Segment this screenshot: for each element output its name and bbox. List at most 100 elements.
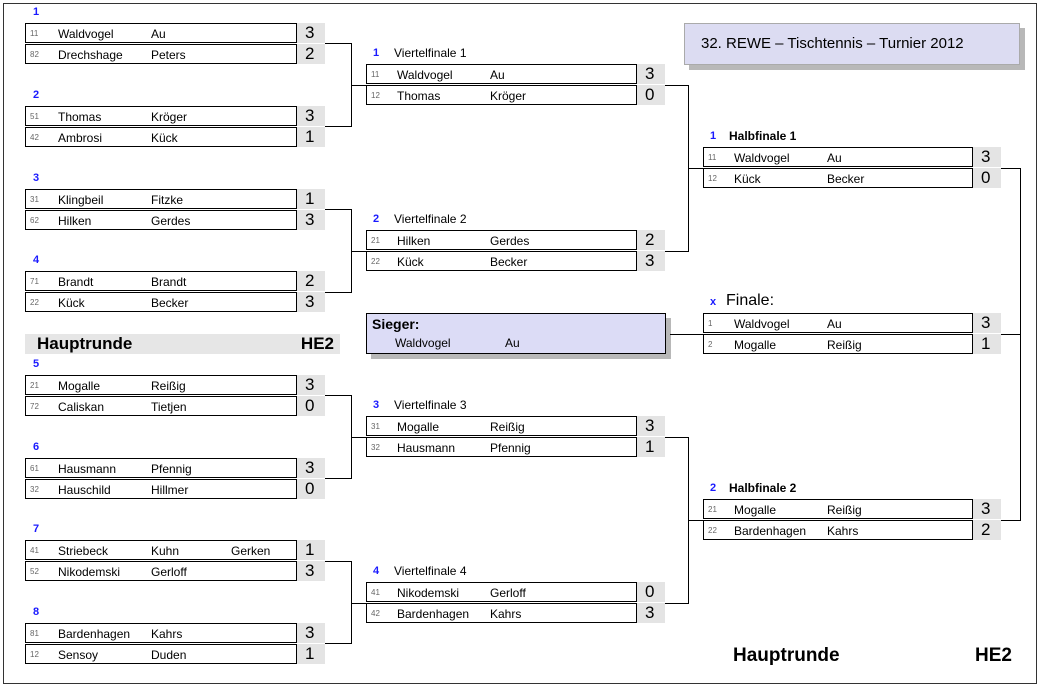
seed-number: 42: [371, 609, 380, 618]
score-cell: 3: [637, 251, 665, 271]
player-last-name: Reißig: [151, 379, 186, 393]
match-number: 2: [710, 482, 717, 494]
seed-number: 31: [371, 422, 380, 431]
score-cell: 3: [973, 147, 1001, 167]
score-cell: 1: [297, 189, 325, 209]
seed-number: 52: [30, 567, 39, 576]
player-last-name: Reißig: [827, 338, 862, 352]
score-cell: 1: [973, 334, 1001, 354]
player-last-name: Gerloff: [490, 586, 526, 600]
page-frame: [3, 3, 1037, 684]
seed-number: 51: [30, 112, 39, 121]
player-last-name: Hillmer: [151, 483, 189, 497]
score-cell: 0: [297, 479, 325, 499]
score-cell: 1: [297, 540, 325, 560]
player-last-name: Au: [490, 68, 505, 82]
match-number: 3: [33, 172, 40, 184]
bracket-connector: [351, 437, 366, 438]
bracket-connector: [325, 561, 351, 562]
seed-number: 12: [708, 174, 717, 183]
match-number: x: [710, 296, 717, 308]
score-cell: 3: [973, 313, 1001, 333]
player-first-name: Hauschild: [58, 483, 111, 497]
score-cell: 3: [297, 23, 325, 43]
player-last-name: Gerdes: [151, 214, 191, 228]
match-title: Viertelfinale 1: [394, 46, 467, 60]
bracket-connector: [351, 561, 352, 644]
player-last-name: Fitzke: [151, 193, 184, 207]
bracket-connector: [688, 520, 703, 521]
player-last-name: Duden: [151, 648, 187, 662]
player-last-name: Peters: [151, 48, 186, 62]
match-number: 5: [33, 358, 40, 370]
player-last-name: Kahrs: [151, 627, 183, 641]
player-first-name: Brandt: [58, 275, 94, 289]
winner-last-name: Au: [505, 336, 520, 350]
seed-number: 11: [708, 153, 717, 162]
player-last-name: Au: [827, 151, 842, 165]
player-first-name: Bardenhagen: [397, 607, 470, 621]
footer-round-label: Hauptrunde: [733, 645, 840, 666]
class-label: HE2: [300, 334, 334, 353]
player-last-name: Gerloff: [151, 565, 187, 579]
score-cell: 3: [973, 499, 1001, 519]
player-first-name: Thomas: [397, 89, 441, 103]
score-cell: 0: [297, 396, 325, 416]
match-title: Viertelfinale 3: [394, 398, 467, 412]
seed-number: 82: [30, 50, 39, 59]
score-cell: 3: [297, 292, 325, 312]
score-cell: 3: [297, 561, 325, 581]
seed-number: 22: [708, 526, 717, 535]
player-last-name: Gerdes: [490, 234, 530, 248]
player-first-name: Waldvogel: [58, 27, 114, 41]
score-cell: 2: [297, 271, 325, 291]
tournament-title: 32. REWE – Tischtennis – Turnier 2012: [684, 23, 1020, 65]
player-first-name: Nikodemski: [58, 565, 121, 579]
round-label-bar: Hauptrunde HE2: [25, 334, 340, 354]
player-first-name: Sensoy: [58, 648, 99, 662]
seed-number: 41: [30, 546, 39, 555]
seed-number: 22: [371, 257, 380, 266]
player-last-name: Brandt: [151, 275, 187, 289]
score-cell: 3: [297, 623, 325, 643]
match-title: Viertelfinale 2: [394, 212, 467, 226]
bracket-connector: [351, 251, 366, 252]
player-first-name: Drechshage: [58, 48, 123, 62]
bracket-connector: [1001, 168, 1021, 169]
player-last-name: Pfennig: [151, 462, 192, 476]
bracket-connector: [688, 168, 703, 169]
seed-number: 11: [371, 70, 380, 79]
score-cell: 3: [637, 416, 665, 436]
seed-number: 2: [708, 340, 713, 349]
seed-number: 11: [30, 29, 39, 38]
player-last-name: Pfennig: [490, 441, 531, 455]
bracket-connector: [1020, 168, 1021, 521]
seed-number: 42: [30, 133, 39, 142]
player-row: 52 Nikodemski Gerloff: [25, 561, 297, 581]
player-last-name: Au: [827, 317, 842, 331]
player-first-name: Mogalle: [397, 420, 440, 434]
seed-number: 22: [30, 298, 39, 307]
winner-connector: [670, 334, 703, 335]
bracket-connector: [325, 643, 351, 644]
winner-heading: Sieger:: [372, 316, 420, 332]
player-first-name: Klingbeil: [58, 193, 104, 207]
score-cell: 3: [297, 106, 325, 126]
match-number: 1: [33, 6, 40, 18]
player-first-name: Kück: [58, 296, 85, 310]
score-cell: 3: [297, 458, 325, 478]
player-first-name: Mogalle: [58, 379, 101, 393]
match-number: 8: [33, 606, 40, 618]
score-cell: 1: [297, 644, 325, 664]
seed-number: 21: [371, 236, 380, 245]
